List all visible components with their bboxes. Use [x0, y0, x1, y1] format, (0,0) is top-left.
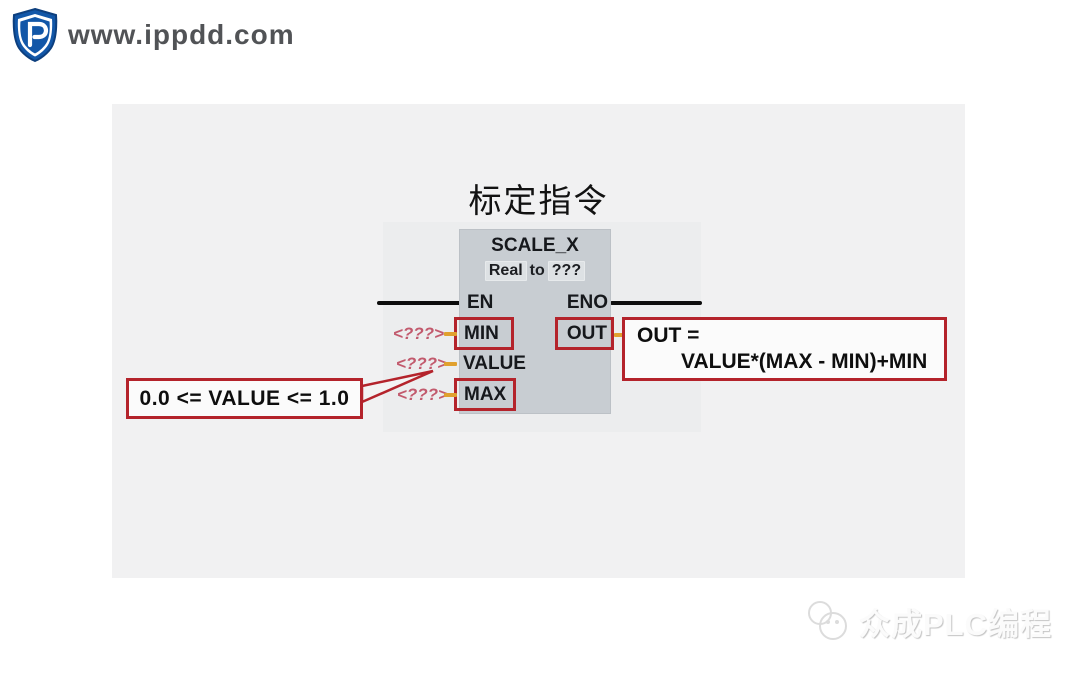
wire-stub-value	[444, 362, 457, 366]
wire-stub-min	[444, 332, 457, 336]
diagram-panel: 标定指令 SCALE_X Real to ??? EN ENO MIN VALU…	[112, 104, 965, 578]
formula-line2: VALUE*(MAX - MIN)+MIN	[681, 350, 928, 373]
wire-stub-max	[444, 393, 457, 397]
operand-min-placeholder[interactable]: <???>	[392, 324, 444, 343]
scale-x-block: SCALE_X Real to ???	[460, 230, 610, 413]
block-name: SCALE_X	[491, 235, 579, 256]
panda-logo-icon	[803, 598, 855, 644]
power-rail-left	[377, 301, 461, 305]
pin-eno: ENO	[566, 292, 608, 313]
wire-stub-out	[614, 333, 627, 337]
pin-out-highlighted: OUT	[555, 317, 614, 350]
formula-note: OUT = VALUE*(MAX - MIN)+MIN	[622, 317, 947, 381]
formula-line1: OUT =	[637, 324, 700, 347]
pin-min-highlighted: MIN	[454, 317, 514, 350]
site-header: www.ippdd.com	[10, 7, 295, 63]
value-range-note: 0.0 <= VALUE <= 1.0	[126, 378, 363, 419]
operand-max-placeholder[interactable]: <???>	[396, 385, 448, 404]
watermark-text: 众成PLC编程	[859, 606, 1052, 642]
block-type-row: Real to ???	[460, 261, 610, 281]
pin-max-highlighted: MAX	[454, 378, 516, 411]
type-connector-label: to	[529, 262, 545, 279]
pin-en: EN	[467, 292, 494, 313]
type-from-dropdown[interactable]: Real	[484, 261, 527, 281]
shield-p-logo-icon	[10, 7, 60, 63]
diagram-title: 标定指令	[468, 182, 609, 219]
power-rail-right	[610, 301, 702, 305]
site-url: www.ippdd.com	[68, 19, 295, 50]
operand-value-placeholder[interactable]: <???>	[395, 354, 447, 373]
watermark: 众成PLC编程	[803, 598, 1052, 644]
type-to-dropdown[interactable]: ???	[547, 261, 586, 281]
pin-value: VALUE	[463, 353, 526, 374]
